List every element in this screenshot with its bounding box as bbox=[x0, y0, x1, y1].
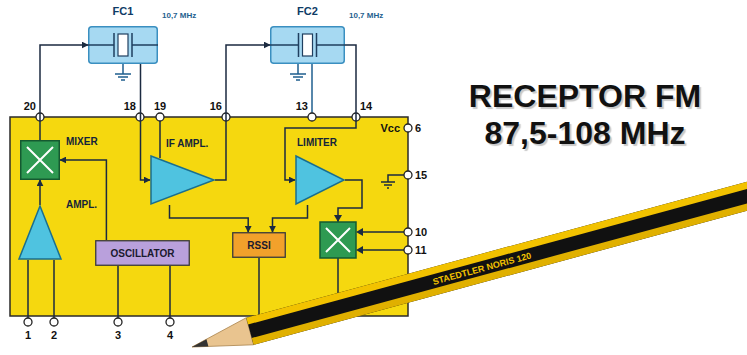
pin-terminal bbox=[404, 246, 412, 254]
pencil bbox=[191, 339, 208, 350]
signal-wire bbox=[381, 175, 404, 188]
limiter-triangle-outline bbox=[295, 155, 345, 205]
chip-body bbox=[10, 117, 408, 316]
amplifier-triangle: AMPL. bbox=[18, 205, 62, 260]
signal-connector bbox=[39, 180, 41, 205]
pin-terminal bbox=[166, 318, 174, 326]
arrow-head bbox=[356, 228, 363, 236]
arrow-head bbox=[356, 246, 363, 254]
amplifier-triangle-outline bbox=[150, 155, 215, 205]
block-label: MIXER bbox=[66, 136, 98, 148]
block-label: RSSI bbox=[247, 240, 270, 251]
mixer-block-outline bbox=[20, 140, 60, 180]
pin-terminal bbox=[114, 318, 122, 326]
pin-number: 1 bbox=[25, 329, 31, 342]
block-label: OSCILLATOR bbox=[110, 248, 174, 259]
ceramic-filter-outline bbox=[88, 26, 158, 64]
pin-number: 10 bbox=[415, 226, 427, 239]
pencil bbox=[246, 171, 747, 345]
pin-number: 2 bbox=[51, 329, 57, 342]
signal-wire bbox=[28, 121, 404, 318]
pin-number: 19 bbox=[154, 100, 166, 113]
pin-number: 4 bbox=[167, 329, 173, 342]
signal-connector bbox=[141, 64, 151, 180]
signal-wire bbox=[118, 266, 170, 318]
text-holder: OSCILLATOR bbox=[95, 240, 190, 266]
pin-number: 11 bbox=[415, 244, 427, 257]
pin-number: 16 bbox=[210, 100, 222, 113]
pin-number: 14 bbox=[360, 100, 372, 113]
signal-wire bbox=[258, 258, 260, 316]
part-label: FC2 bbox=[297, 5, 318, 17]
signal-connector bbox=[215, 45, 270, 180]
pin-terminal bbox=[404, 228, 412, 236]
ceramic-filter: FC110,7 MHz bbox=[88, 26, 158, 64]
pin-terminal bbox=[156, 113, 164, 121]
limiter-triangle: LIMITER bbox=[295, 155, 345, 205]
filter-wire bbox=[115, 64, 312, 113]
pencil bbox=[188, 168, 747, 355]
mixer-symbol bbox=[326, 228, 350, 252]
chip-body bbox=[10, 117, 408, 316]
mixer-block: MIXER bbox=[20, 140, 60, 180]
signal-connector bbox=[273, 205, 308, 232]
pin-number: 15 bbox=[415, 169, 427, 182]
pin-terminal bbox=[308, 113, 316, 121]
ceramic-filter: FC210,7 MHz bbox=[270, 26, 345, 64]
signal-connector bbox=[170, 205, 249, 232]
filter-wire bbox=[115, 64, 131, 80]
signal-wire bbox=[28, 260, 54, 318]
frequency-label: 10,7 MHz bbox=[162, 10, 196, 22]
pencil bbox=[246, 171, 747, 325]
pin-terminal bbox=[404, 124, 412, 132]
pin-number: 18 bbox=[124, 100, 136, 113]
rssi-box: RSSI bbox=[232, 232, 286, 258]
pin-number: 20 bbox=[24, 100, 36, 113]
pencil bbox=[252, 191, 747, 345]
oscillator-box: OSCILLATOR bbox=[95, 240, 190, 266]
signal-wire bbox=[338, 180, 362, 222]
pin-number: Vcc bbox=[380, 122, 400, 135]
signal-connector bbox=[40, 45, 88, 140]
arrow-head bbox=[334, 215, 342, 222]
frequency-label: 10,7 MHz bbox=[349, 10, 383, 22]
mixer-symbol bbox=[320, 222, 356, 258]
block-label: IF AMPL. bbox=[166, 138, 208, 150]
pin-terminal bbox=[24, 318, 32, 326]
filter-wire bbox=[311, 64, 313, 113]
ceramic-filter-outline bbox=[270, 26, 345, 64]
pin-number: 3 bbox=[115, 329, 121, 342]
pin-number: 13 bbox=[296, 100, 308, 113]
mixer-symbol bbox=[320, 222, 356, 258]
part-label: FC1 bbox=[113, 5, 134, 17]
signal-wire bbox=[159, 121, 161, 158]
pin-terminal bbox=[50, 318, 58, 326]
signal-connector bbox=[60, 160, 106, 240]
signal-wire bbox=[362, 232, 404, 250]
amplifier-triangle-outline bbox=[18, 205, 62, 260]
title: RECEPTOR FM 87,5-108 MHz bbox=[440, 78, 730, 152]
pencil bbox=[188, 318, 253, 355]
text-holder: RSSI bbox=[232, 232, 286, 258]
amplifier-triangle: IF AMPL. bbox=[150, 155, 215, 205]
block-label: LIMITER bbox=[297, 137, 337, 149]
filter-wire bbox=[290, 64, 306, 80]
block-label: AMPL. bbox=[66, 199, 97, 211]
pin-terminal bbox=[404, 171, 412, 179]
pin-number: 6 bbox=[415, 122, 421, 135]
